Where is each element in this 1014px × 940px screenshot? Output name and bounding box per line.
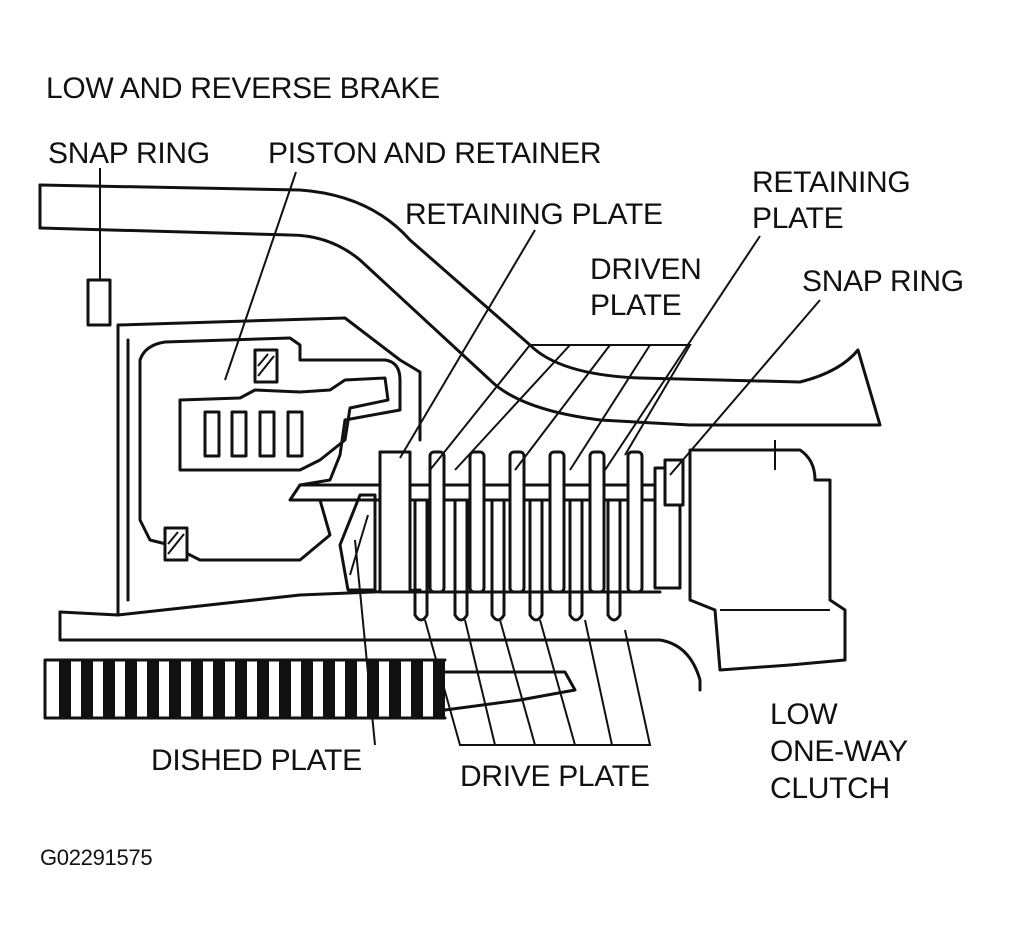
driven-plate: [548, 450, 566, 594]
label-drive-plate: DRIVE PLATE: [460, 760, 650, 793]
spline-tooth: [345, 661, 357, 717]
spline-tooth: [103, 661, 115, 717]
drive-plate: [413, 498, 429, 622]
driven-plate: [626, 450, 644, 594]
label-driven-plate-2: PLATE: [590, 289, 682, 322]
low-one-way-clutch: [663, 448, 847, 672]
drive-plate: [606, 498, 622, 622]
transmission-case: [38, 183, 882, 427]
figure-id: G02291575: [40, 845, 153, 870]
piston-and-retainer: [138, 336, 402, 562]
spline-tooth: [301, 661, 313, 717]
drive-plate: [453, 498, 469, 622]
spline-tooth: [323, 661, 335, 717]
spline-tooth: [235, 661, 247, 717]
label-retaining-plate-center: RETAINING PLATE: [405, 198, 663, 231]
drive-plate: [490, 498, 506, 622]
spline-tooth: [125, 661, 137, 717]
label-low-one-way-clutch-3: CLUTCH: [770, 772, 890, 805]
housing-wall: [58, 316, 422, 617]
label-low-one-way-clutch-2: ONE-WAY: [770, 735, 908, 768]
drive-plate: [528, 498, 544, 622]
label-retaining-plate-right-1: RETAINING: [752, 166, 911, 199]
label-dished-plate: DISHED PLATE: [151, 744, 362, 777]
label-piston-and-retainer: PISTON AND RETAINER: [268, 137, 602, 170]
label-retaining-plate-right-2: PLATE: [752, 202, 844, 235]
clutch-hub: [58, 483, 702, 692]
splined-shaft: [43, 658, 577, 720]
leader-lines: [99, 168, 821, 746]
label-low-one-way-clutch-1: LOW: [770, 698, 838, 731]
left-snap-ring: [86, 278, 112, 327]
spline-tooth: [389, 661, 401, 717]
spline-tooth: [59, 661, 71, 717]
driven-plate: [468, 450, 486, 594]
spline-tooth: [147, 661, 159, 717]
driven-plate: [588, 450, 606, 594]
drive-plate: [568, 498, 584, 622]
spline-tooth: [81, 661, 93, 717]
clutch-pack: [378, 450, 682, 594]
driven-plate: [428, 450, 446, 594]
spline-tooth: [213, 661, 225, 717]
spline-tooth: [257, 661, 269, 717]
spline-tooth: [411, 661, 423, 717]
label-snap-ring-left: SNAP RING: [48, 137, 210, 170]
plate-stack: [413, 450, 644, 622]
driven-plate: [508, 450, 526, 594]
spline-tooth: [279, 661, 291, 717]
label-snap-ring-right: SNAP RING: [802, 265, 964, 298]
diagram-title: LOW AND REVERSE BRAKE: [46, 72, 440, 105]
spline-tooth: [169, 661, 181, 717]
label-driven-plate-1: DRIVEN: [590, 253, 702, 286]
spline-tooth: [191, 661, 203, 717]
dished-plate: [338, 493, 377, 592]
